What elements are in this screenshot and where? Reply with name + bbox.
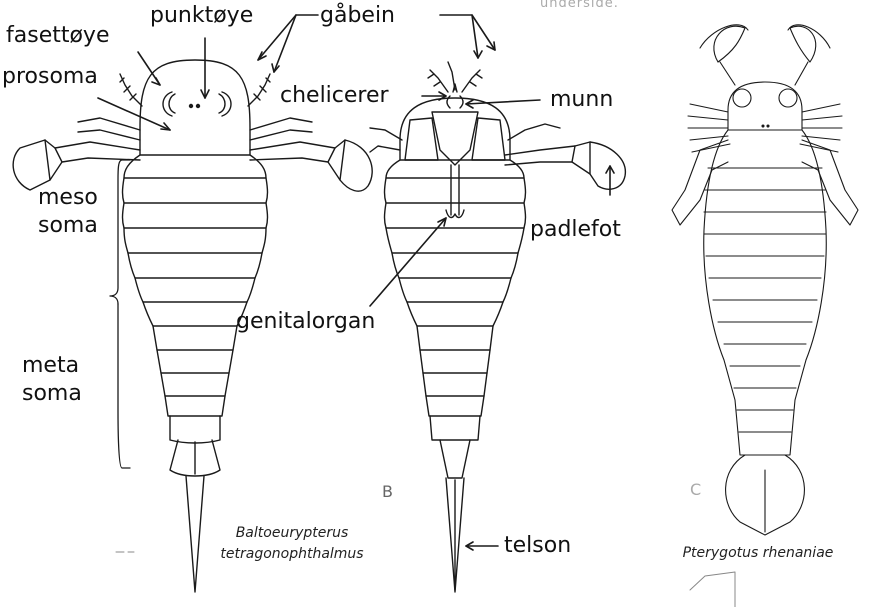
- label-genitalorgan: genitalorgan: [236, 310, 375, 334]
- label-munn: munn: [550, 88, 613, 112]
- label-meso: meso: [38, 186, 98, 210]
- specimen-b-ventral: [370, 62, 625, 592]
- label-telson: telson: [504, 534, 571, 558]
- figure-letter-c: C: [690, 480, 701, 499]
- figure-letter-b: B: [382, 482, 393, 501]
- label-meta-soma: soma: [22, 382, 82, 406]
- label-chelicerer: chelicerer: [280, 84, 389, 108]
- label-padlefot: padlefot: [530, 218, 621, 242]
- label-prosoma: prosoma: [2, 65, 98, 89]
- caption-species-b-line2: tetragonophthalmus: [206, 545, 378, 563]
- label-meso-soma: soma: [38, 214, 98, 238]
- label-gabein: gåbein: [320, 4, 395, 28]
- label-fasettoye: fasettøye: [6, 24, 110, 48]
- label-meta: meta: [22, 354, 79, 378]
- caption-species-c: Pterygotus rhenaniae: [650, 544, 866, 562]
- header-fragment: underside.: [540, 0, 619, 11]
- caption-species-b-line1: Baltoeurypterus: [212, 524, 372, 542]
- label-punktoye: punktøye: [150, 4, 253, 28]
- specimen-c-pterygotus: [672, 25, 858, 535]
